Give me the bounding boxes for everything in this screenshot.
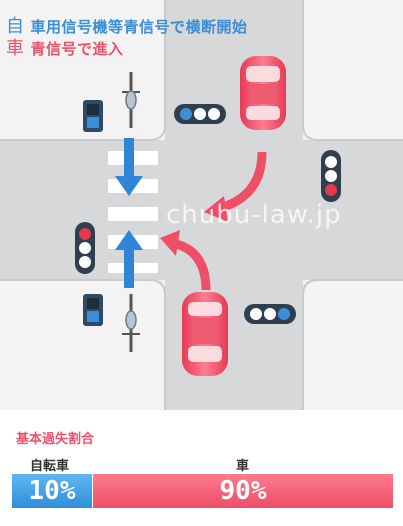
vehicle-signal-right-vertical [321,150,341,202]
car-caption: 車青信号で進入 [6,34,124,60]
bicycle-top [122,72,140,128]
fault-ratio-title: 基本過失割合 [16,432,95,447]
vehicle-signal-bottom-horizontal [244,304,296,324]
car-ratio-bar: 90% [93,474,393,508]
car-turn-arrowhead-top [204,196,228,222]
bicycle-bottom [122,294,140,352]
watermark: chubu-law.jp [166,200,342,230]
bicycle-arrow-up [115,230,143,288]
intersection-diagram [0,0,403,410]
bicycle-ratio-bar: 10% [12,474,92,508]
car-marker: 車 [6,38,25,59]
car-bottom [182,292,228,376]
pedestrian-signal-bottom [83,294,103,326]
pedestrian-signal-top [83,100,103,132]
bicycle-arrow-down [115,138,143,196]
bicycle-label: 自転車 [30,459,70,474]
car-ratio-value: 90% [219,476,267,506]
car-turn-arrowhead-bottom [160,230,180,256]
car-turn-arrow-top [218,151,267,213]
vehicle-signal-left-vertical [75,222,95,274]
car-turn-arrow-bottom [174,239,211,291]
car-top [240,56,286,130]
bicycle-caption-text: 車用信号機等青信号で横断開始 [30,18,248,36]
vehicle-signal-top-horizontal [174,104,226,124]
car-label: 車 [236,459,250,474]
car-caption-text: 青信号で進入 [30,40,124,58]
bicycle-ratio-value: 10% [28,476,76,506]
bicycle-marker: 自 [6,16,25,37]
bicycle-caption: 自車用信号機等青信号で横断開始 [6,12,248,38]
